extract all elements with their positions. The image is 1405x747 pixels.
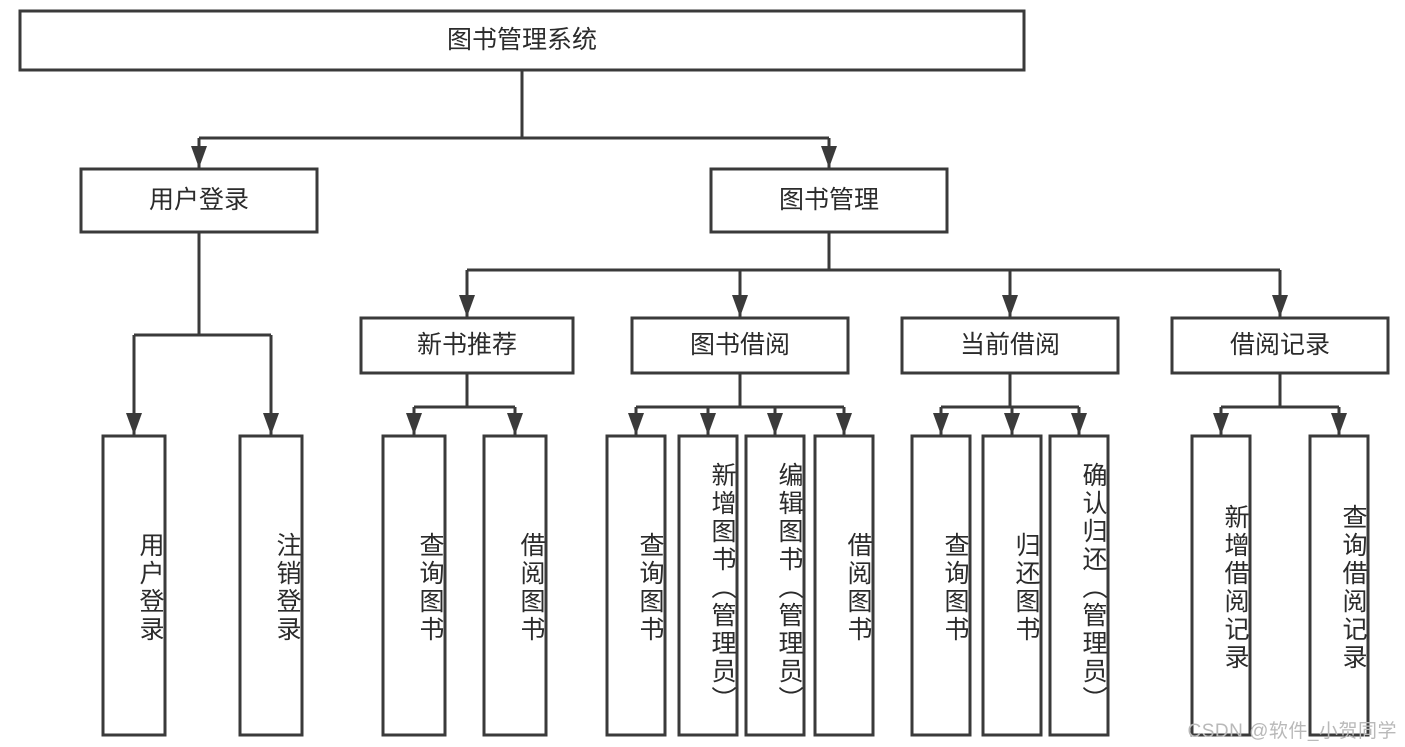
arrow-head-icon — [1004, 413, 1020, 435]
connector-layer — [126, 70, 1347, 435]
arrow-head-icon — [263, 413, 279, 435]
node-box-leaf-user-logout[interactable] — [238, 434, 304, 737]
node-box-current-borrow[interactable] — [900, 316, 1120, 375]
node-box-leaf-query-borrow-record[interactable] — [1308, 434, 1370, 737]
arrow-head-icon — [628, 413, 644, 435]
node-box-leaf-query-book-2[interactable] — [605, 434, 667, 737]
node-box-leaf-return-book[interactable] — [981, 434, 1043, 737]
node-box-book-borrow[interactable] — [630, 316, 850, 375]
arrow-head-icon — [191, 146, 207, 168]
arrow-head-icon — [507, 413, 523, 435]
node-box-leaf-borrow-book-2[interactable] — [813, 434, 875, 737]
node-box-leaf-edit-book-admin[interactable] — [744, 434, 806, 737]
arrow-head-icon — [732, 295, 748, 317]
arrow-head-icon — [126, 413, 142, 435]
node-box-leaf-confirm-return-admin[interactable] — [1048, 434, 1110, 737]
arrow-head-icon — [1071, 413, 1087, 435]
arrow-head-icon — [1331, 413, 1347, 435]
arrow-head-icon — [767, 413, 783, 435]
node-box-leaf-query-book-3[interactable] — [910, 434, 972, 737]
node-box-user-login[interactable] — [79, 167, 319, 234]
node-box-leaf-user-login[interactable] — [101, 434, 167, 737]
arrow-head-icon — [836, 413, 852, 435]
arrow-head-icon — [700, 413, 716, 435]
node-box-leaf-add-book-admin[interactable] — [677, 434, 739, 737]
arrow-head-icon — [1002, 295, 1018, 317]
arrow-head-icon — [459, 295, 475, 317]
node-box-book-management[interactable] — [709, 167, 949, 234]
node-box-root[interactable] — [18, 9, 1026, 72]
arrow-head-icon — [933, 413, 949, 435]
arrow-head-icon — [821, 146, 837, 168]
node-box-new-book-recommend[interactable] — [359, 316, 575, 375]
watermark-text: CSDN @软件_小贺同学 — [1187, 721, 1397, 742]
node-box-leaf-borrow-book-1[interactable] — [482, 434, 548, 737]
node-box-borrow-record[interactable] — [1170, 316, 1390, 375]
arrow-head-icon — [406, 413, 422, 435]
node-box-leaf-add-borrow-record[interactable] — [1190, 434, 1252, 737]
node-box-leaf-query-book-1[interactable] — [381, 434, 447, 737]
arrow-head-icon — [1272, 295, 1288, 317]
arrow-head-icon — [1213, 413, 1229, 435]
